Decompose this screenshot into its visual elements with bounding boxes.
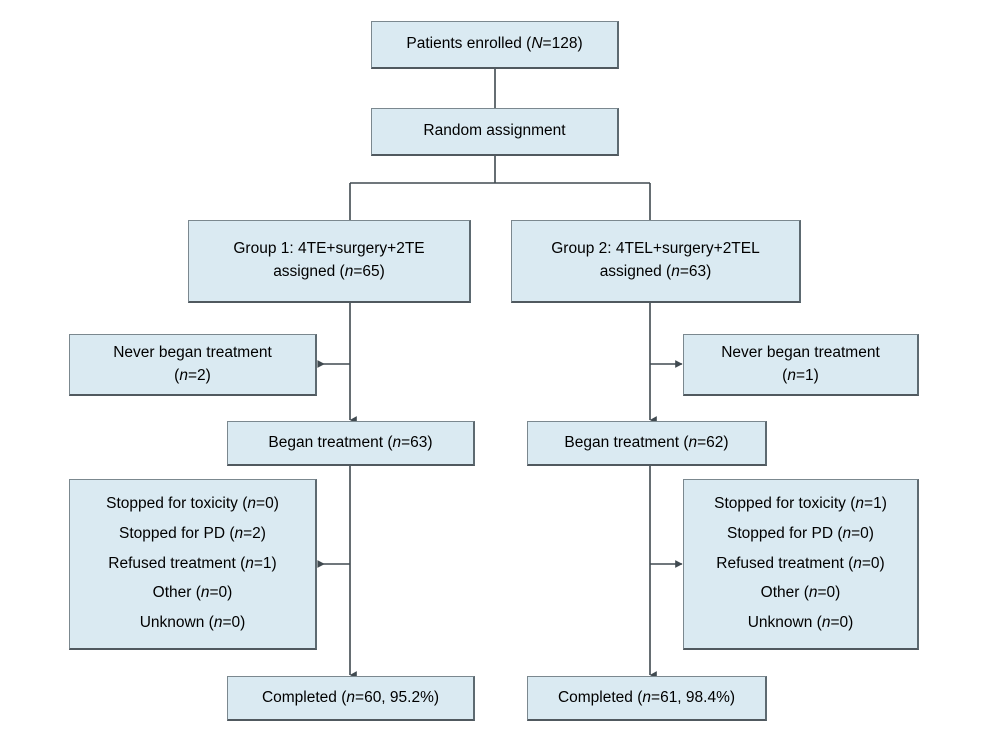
reason-line: Stopped for PD (n=2) [119, 524, 266, 542]
node-line: (n=1) [782, 366, 819, 384]
reason-line: Unknown (n=0) [747, 613, 854, 631]
node-group2-began-treatment[interactable]: Began treatment (n=62) [527, 421, 767, 466]
node-line: Patients enrolled (N=128) [406, 35, 583, 53]
node-line: Group 1: 4TE+surgery+2TE [233, 240, 425, 258]
node-group1-began-treatment[interactable]: Began treatment (n=63) [227, 421, 475, 466]
node-line: Completed (n=61, 98.4%) [557, 688, 736, 706]
node-group2-never-began[interactable]: Never began treatment (n=1) [683, 334, 919, 396]
node-line: assigned (n=63) [599, 263, 712, 280]
node-line: Began treatment (n=62) [564, 433, 729, 451]
node-group2-discontinuation-reasons[interactable]: Stopped for toxicity (n=1) Stopped for P… [683, 479, 919, 650]
node-line: Never began treatment [721, 343, 880, 361]
reason-line: Stopped for PD (n=0) [727, 524, 874, 542]
node-line: Began treatment (n=63) [268, 433, 433, 451]
node-group1-assigned[interactable]: Group 1: 4TE+surgery+2TE assigned (n=65) [188, 220, 471, 303]
node-group1-discontinuation-reasons[interactable]: Stopped for toxicity (n=0) Stopped for P… [69, 479, 317, 650]
reason-line: Other (n=0) [760, 584, 841, 602]
node-line: Never began treatment [113, 343, 272, 361]
reason-line: Unknown (n=0) [139, 613, 246, 631]
node-line: assigned (n=65) [273, 263, 385, 280]
node-line: Completed (n=60, 95.2%) [261, 688, 440, 706]
reason-line: Stopped for toxicity (n=1) [714, 495, 887, 513]
reason-line: Refused treatment (n=1) [108, 554, 277, 572]
node-group1-completed[interactable]: Completed (n=60, 95.2%) [227, 676, 475, 721]
node-patients-enrolled[interactable]: Patients enrolled (N=128) [371, 21, 619, 69]
node-group1-never-began[interactable]: Never began treatment (n=2) [69, 334, 317, 396]
node-line: Random assignment [423, 122, 566, 140]
node-group2-assigned[interactable]: Group 2: 4TEL+surgery+2TEL assigned (n=6… [511, 220, 801, 303]
node-group2-completed[interactable]: Completed (n=61, 98.4%) [527, 676, 767, 721]
node-line: Group 2: 4TEL+surgery+2TEL [551, 240, 760, 258]
reason-line: Refused treatment (n=0) [716, 554, 885, 572]
node-line: (n=2) [174, 366, 211, 384]
reason-line: Other (n=0) [152, 584, 233, 602]
node-random-assignment[interactable]: Random assignment [371, 108, 619, 156]
reason-line: Stopped for toxicity (n=0) [106, 495, 279, 513]
